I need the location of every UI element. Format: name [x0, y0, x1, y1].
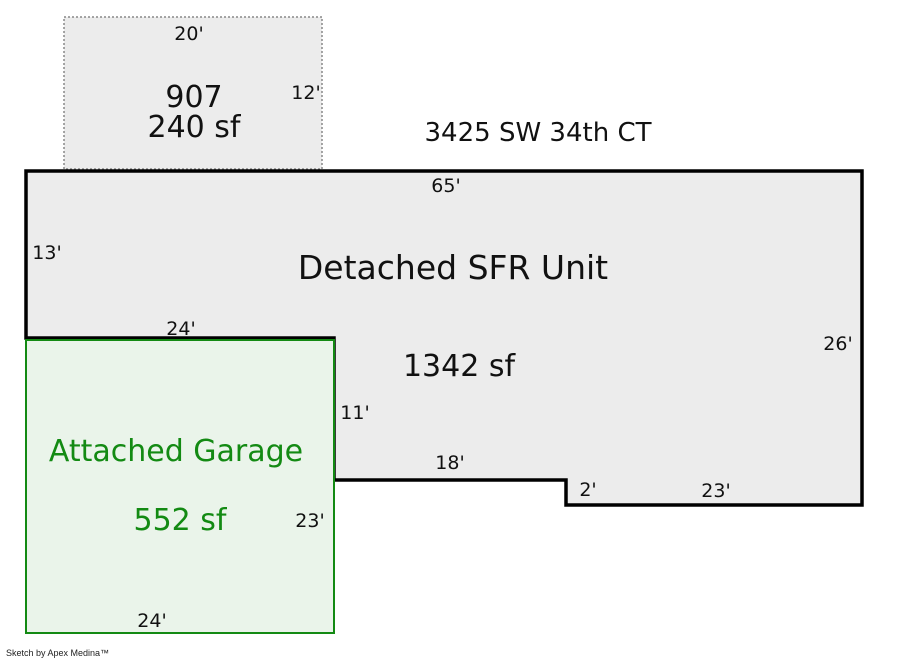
main-dim-inner-bottom: 18' — [435, 452, 464, 474]
main-dim-inner-vertical: 11' — [340, 402, 369, 424]
main-dim-garage-top: 24' — [166, 318, 195, 340]
attached-garage[interactable] — [25, 339, 335, 634]
garage-label: Attached Garage — [49, 434, 303, 469]
main-dim-left: 13' — [32, 242, 61, 264]
outbuilding-dim-top: 20' — [174, 23, 203, 45]
main-dim-step: 2' — [579, 479, 596, 501]
garage-area: 552 sf — [134, 503, 228, 538]
outbuilding-area: 240 sf — [148, 110, 242, 145]
main-unit-label: Detached SFR Unit — [298, 248, 608, 287]
main-dim-bottom: 23' — [701, 480, 730, 502]
outbuilding-code: 907 — [165, 80, 222, 115]
outbuilding-dim-right: 12' — [291, 82, 320, 104]
garage-dim-right: 23' — [295, 510, 324, 532]
sketch-credit: Sketch by Apex Medina™ — [6, 648, 109, 658]
outbuilding-907[interactable] — [63, 16, 323, 170]
detached-sfr-unit[interactable] — [24, 169, 864, 507]
main-dim-right: 26' — [823, 333, 852, 355]
address-label: 3425 SW 34th CT — [425, 118, 652, 148]
main-unit-area: 1342 sf — [403, 349, 517, 384]
main-dim-top: 65' — [431, 175, 460, 197]
garage-dim-bottom: 24' — [137, 610, 166, 632]
